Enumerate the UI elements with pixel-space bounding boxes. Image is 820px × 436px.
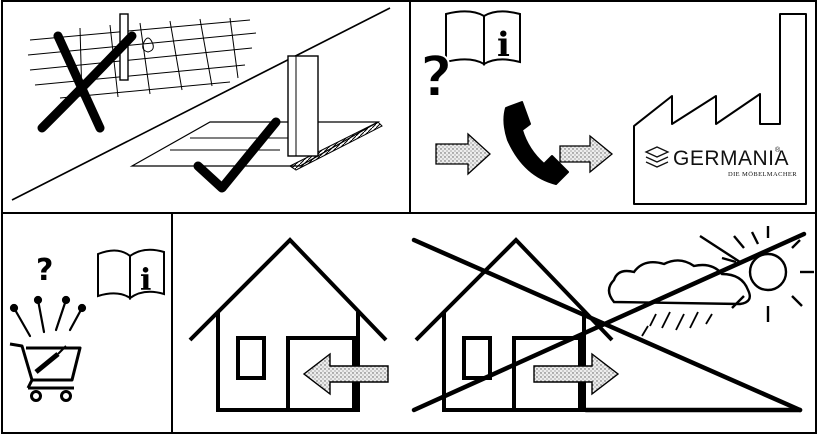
house-icon (188, 237, 388, 412)
manual-icon: i (97, 248, 165, 300)
shopping-cart-icon (9, 342, 82, 402)
arrow-right-icon (559, 134, 614, 174)
cross-mark-icon (411, 231, 807, 413)
question-icon: ? (36, 253, 53, 288)
cross-mark-icon (37, 31, 137, 133)
sun-icon (699, 226, 814, 322)
brand-name: GERMANIA (673, 147, 789, 170)
arrow-in-icon (302, 352, 389, 396)
check-mark-icon (193, 117, 281, 193)
brand-tagline: DIE MÖBELMACHER (728, 171, 797, 178)
panel-indoor-use (188, 237, 389, 412)
tile-grid (27, 17, 257, 99)
phone-icon (503, 101, 569, 185)
house-icon (414, 237, 614, 412)
panel-contact-manufacturer: i ? GERMANIA ® DIE MÖBELMACHER (419, 10, 807, 205)
trademark-mark: ® (775, 146, 781, 154)
arrow-right-icon (435, 132, 491, 176)
question-icon: ? (419, 44, 453, 111)
svg-text:?: ? (36, 253, 53, 288)
factory-icon (633, 13, 807, 205)
panel-no-outdoor-use (411, 226, 814, 413)
arrow-out-icon (533, 352, 620, 396)
germania-logo: GERMANIA ® DIE MÖBELMACHER (644, 146, 797, 178)
rain-cloud-icon (607, 259, 751, 337)
panel-parts-check: ? i (9, 248, 165, 402)
logo-mark-icon (644, 146, 670, 168)
svg-text:?: ? (420, 45, 452, 110)
info-glyph: i (140, 263, 151, 298)
panel-assembly-surface (11, 7, 391, 201)
manual-icon: i (445, 10, 521, 66)
info-glyph: i (497, 25, 510, 65)
cardboard-surface (129, 55, 383, 171)
screws-icon (9, 295, 87, 338)
